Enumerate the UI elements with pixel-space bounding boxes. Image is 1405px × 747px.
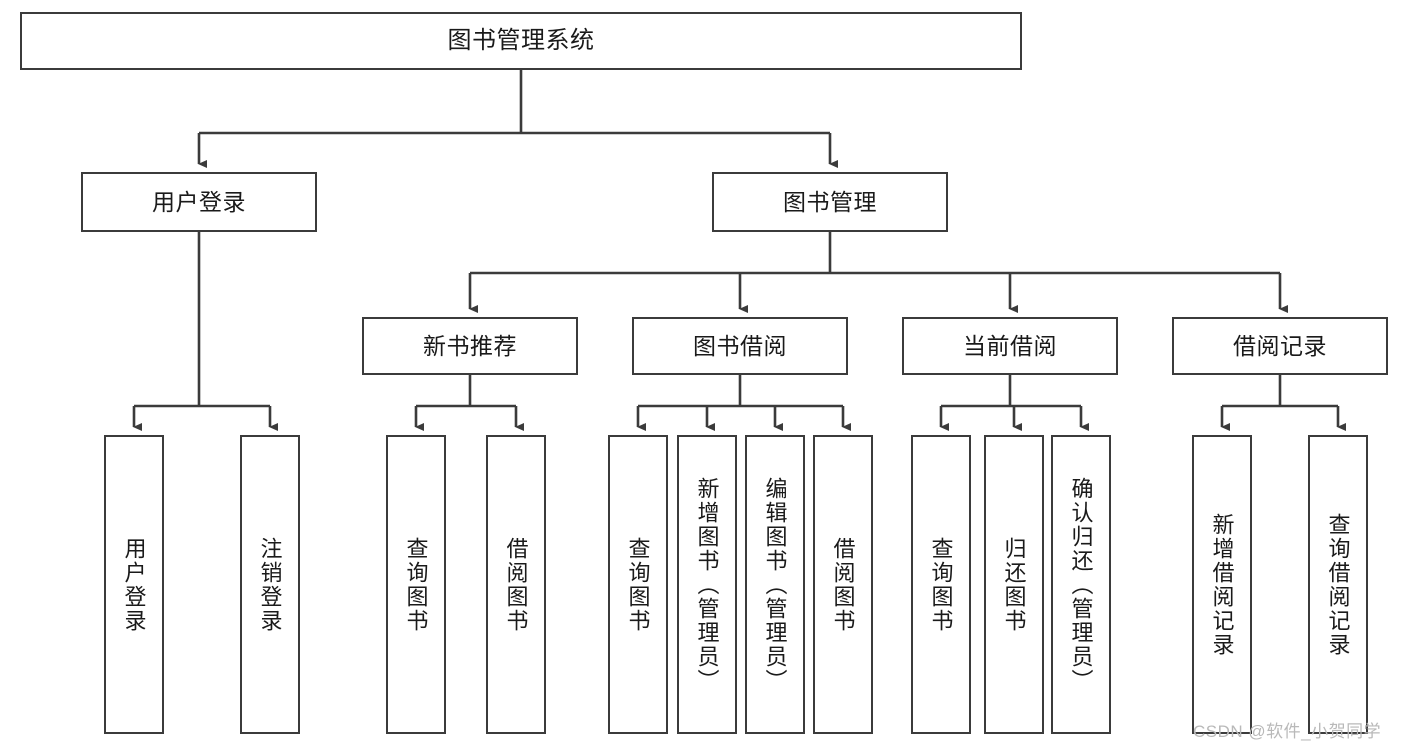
node-leaf-add-record[interactable]: 新增借阅记录 [1192, 435, 1252, 734]
node-label-leaf-logout: 注销登录 [257, 536, 283, 633]
node-label-leaf-query-record: 查询借阅记录 [1325, 512, 1351, 657]
node-label-leaf-confirm-return: 确认归还（管理员） [1068, 476, 1094, 693]
node-book-borrow[interactable]: 图书借阅 [632, 317, 848, 375]
node-label-leaf-query-book-3: 查询图书 [928, 536, 954, 633]
node-label-root: 图书管理系统 [447, 27, 595, 55]
node-leaf-logout[interactable]: 注销登录 [240, 435, 300, 734]
node-root[interactable]: 图书管理系统 [20, 12, 1022, 70]
node-leaf-query-book-1[interactable]: 查询图书 [386, 435, 446, 734]
node-leaf-edit-book-admin[interactable]: 编辑图书（管理员） [745, 435, 805, 734]
node-leaf-query-book-2[interactable]: 查询图书 [608, 435, 668, 734]
node-label-book-borrow: 图书借阅 [693, 332, 787, 359]
node-leaf-query-book-3[interactable]: 查询图书 [911, 435, 971, 734]
node-leaf-user-login[interactable]: 用户登录 [104, 435, 164, 734]
node-label-borrow-record: 借阅记录 [1233, 332, 1327, 359]
node-book-manage[interactable]: 图书管理 [712, 172, 948, 232]
node-leaf-borrow-book-1[interactable]: 借阅图书 [486, 435, 546, 734]
node-new-book-recommend[interactable]: 新书推荐 [362, 317, 578, 375]
node-label-user-login: 用户登录 [152, 188, 246, 215]
node-label-leaf-edit-book-admin: 编辑图书（管理员） [762, 476, 788, 693]
node-label-new-book-recommend: 新书推荐 [423, 332, 517, 359]
node-label-book-manage: 图书管理 [783, 188, 877, 215]
node-label-leaf-query-book-1: 查询图书 [403, 536, 429, 633]
node-leaf-add-book-admin[interactable]: 新增图书（管理员） [677, 435, 737, 734]
node-leaf-confirm-return[interactable]: 确认归还（管理员） [1051, 435, 1111, 734]
node-label-leaf-user-login: 用户登录 [121, 536, 147, 633]
node-borrow-record[interactable]: 借阅记录 [1172, 317, 1388, 375]
csdn-watermark: CSDN @软件_小贺同学 [1193, 722, 1382, 741]
node-leaf-return-book[interactable]: 归还图书 [984, 435, 1044, 734]
node-current-borrow[interactable]: 当前借阅 [902, 317, 1118, 375]
node-label-leaf-query-book-2: 查询图书 [625, 536, 651, 633]
node-label-leaf-add-record: 新增借阅记录 [1209, 512, 1235, 657]
node-label-current-borrow: 当前借阅 [963, 332, 1057, 359]
node-label-leaf-borrow-book-2: 借阅图书 [830, 536, 856, 633]
node-user-login[interactable]: 用户登录 [81, 172, 317, 232]
node-leaf-query-record[interactable]: 查询借阅记录 [1308, 435, 1368, 734]
node-leaf-borrow-book-2[interactable]: 借阅图书 [813, 435, 873, 734]
node-label-leaf-return-book: 归还图书 [1001, 536, 1027, 633]
node-label-leaf-add-book-admin: 新增图书（管理员） [694, 476, 720, 693]
node-label-leaf-borrow-book-1: 借阅图书 [503, 536, 529, 633]
